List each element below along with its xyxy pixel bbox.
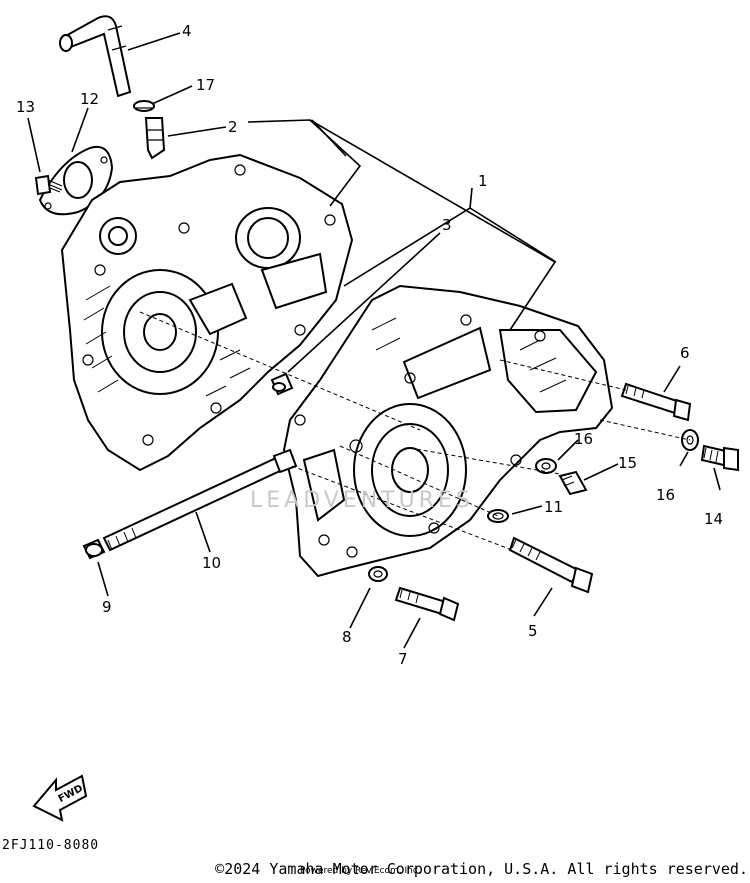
leader-lines <box>27 32 721 649</box>
o-ring[interactable] <box>487 509 509 523</box>
breather-fitting[interactable] <box>144 117 166 160</box>
bolt-6[interactable] <box>620 382 692 422</box>
bolt-14[interactable] <box>700 444 739 472</box>
callout-3[interactable]: 3 <box>442 216 452 234</box>
callout-9[interactable]: 9 <box>102 598 112 616</box>
bolt-5[interactable] <box>508 536 594 594</box>
callout-4[interactable]: 4 <box>182 22 192 40</box>
nut-9[interactable] <box>82 538 106 560</box>
copyright-notice: ©2024 Yamaha Motor Corporation, U.S.A. A… <box>215 860 748 878</box>
callout-10[interactable]: 10 <box>202 554 221 572</box>
diagram-code: 2FJ110-8080 <box>2 838 100 853</box>
crankcase-right[interactable] <box>282 284 614 578</box>
washer-8[interactable] <box>368 566 388 582</box>
render-note: Powered by Rev.Ecom, Inc. <box>300 866 421 876</box>
callout-17[interactable]: 17 <box>196 76 215 94</box>
callout-16-upper[interactable]: 16 <box>574 430 593 448</box>
callout-7[interactable]: 7 <box>398 650 408 668</box>
callout-14[interactable]: 14 <box>704 510 723 528</box>
callout-15[interactable]: 15 <box>618 454 637 472</box>
alignment-lines <box>139 311 691 551</box>
bolt-13[interactable] <box>34 174 63 196</box>
callout-13[interactable]: 13 <box>16 98 35 116</box>
callout-6[interactable]: 6 <box>680 344 690 362</box>
callout-1[interactable]: 1 <box>478 172 488 190</box>
callout-11[interactable]: 11 <box>544 498 563 516</box>
hose-clamp[interactable] <box>133 100 155 112</box>
bolt-15[interactable] <box>558 470 588 496</box>
watermark: LEADVENTURES <box>250 488 474 513</box>
callout-2[interactable]: 2 <box>228 118 238 136</box>
fwd-arrow-icon: FWD <box>32 774 88 822</box>
callout-16-lower[interactable]: 16 <box>656 486 675 504</box>
crankcase-left[interactable] <box>60 153 354 472</box>
washer-16a[interactable] <box>535 458 557 474</box>
long-bolt[interactable] <box>102 448 298 552</box>
breather-hose[interactable] <box>59 15 132 98</box>
callout-12[interactable]: 12 <box>80 90 99 108</box>
callouts: 1 2 3 4 5 6 7 8 9 10 11 12 13 14 15 16 1… <box>16 22 723 668</box>
dowel-pin[interactable] <box>270 372 294 396</box>
callout-8[interactable]: 8 <box>342 628 352 646</box>
gasket[interactable] <box>38 146 114 216</box>
bolt-7[interactable] <box>394 586 460 622</box>
callout-5[interactable]: 5 <box>528 622 538 640</box>
